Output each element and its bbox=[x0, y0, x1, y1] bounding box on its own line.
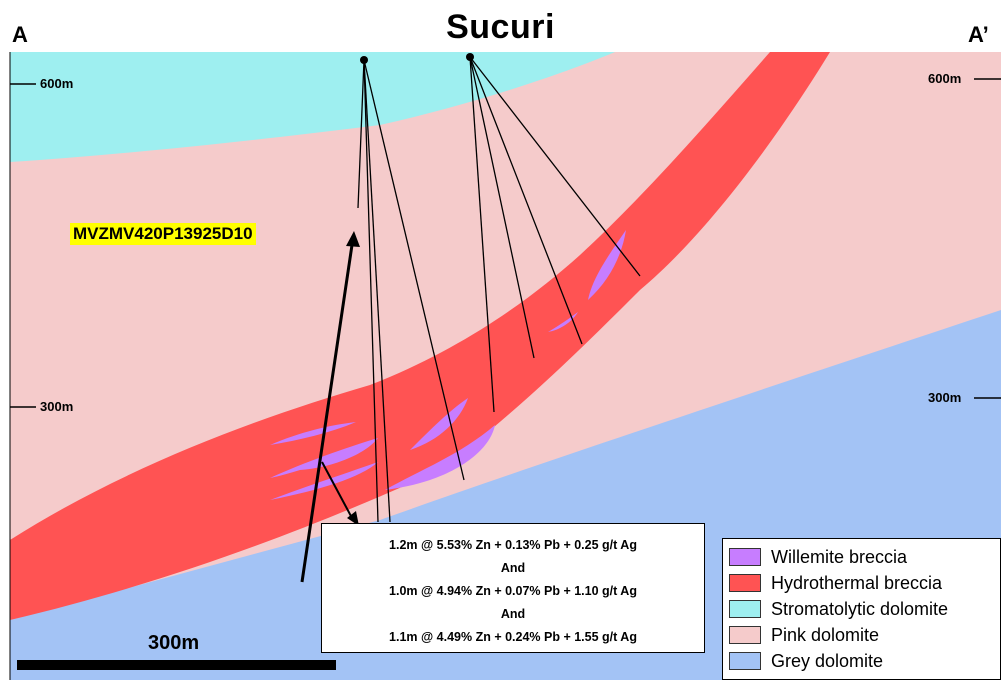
stromatolytic-dolomite-layer bbox=[10, 52, 615, 162]
drill-trace bbox=[363, 59, 379, 523]
legend-swatch bbox=[729, 574, 761, 592]
drill-trace bbox=[363, 59, 391, 523]
arrowhead bbox=[346, 231, 360, 247]
drillhole-id-label: MVZMV420P13925D10 bbox=[70, 223, 256, 245]
drill-trace bbox=[469, 56, 641, 277]
legend-item-hydrothermal-breccia: Hydrothermal breccia bbox=[729, 570, 1000, 596]
scale-bar-label: 300m bbox=[148, 632, 200, 654]
legend-label: Pink dolomite bbox=[771, 624, 880, 645]
section-end-right-label: A’ bbox=[968, 22, 989, 47]
elevation-label-right-upper: 600m bbox=[928, 71, 962, 86]
intercept-results-box: 1.2m @ 5.53% Zn + 0.13% Pb + 0.25 g/t Ag… bbox=[321, 523, 705, 653]
willemite-lens bbox=[410, 398, 468, 450]
drill-trace bbox=[469, 56, 495, 413]
hydrothermal-breccia-band bbox=[10, 52, 830, 620]
legend-swatch bbox=[729, 600, 761, 618]
hole-id-arrow bbox=[300, 244, 354, 583]
section-title: Sucuri bbox=[446, 8, 555, 46]
legend-item-grey-dolomite: Grey dolomite bbox=[729, 648, 1000, 674]
legend-label: Willemite breccia bbox=[771, 546, 908, 567]
willemite-lens bbox=[270, 462, 378, 500]
willemite-lens bbox=[270, 438, 378, 478]
elevation-label-left-upper: 600m bbox=[40, 76, 74, 91]
legend-label: Stromatolytic dolomite bbox=[771, 598, 949, 619]
arrowhead bbox=[347, 511, 359, 526]
section-end-left-label: A bbox=[12, 22, 28, 47]
callout-arrows bbox=[300, 244, 354, 583]
drill-trace bbox=[357, 59, 365, 209]
drill-trace bbox=[469, 56, 535, 359]
drill-trace bbox=[363, 59, 465, 481]
legend-item-willemite-breccia: Willemite breccia bbox=[729, 544, 1000, 570]
drill-trace bbox=[469, 56, 583, 345]
intercept-result-line: 1.2m @ 5.53% Zn + 0.13% Pb + 0.25 g/t Ag bbox=[389, 538, 637, 552]
legend-item-stromatolytic-dolomite: Stromatolytic dolomite bbox=[729, 596, 1000, 622]
legend-label: Grey dolomite bbox=[771, 650, 884, 671]
legend: Willemite breccia Hydrothermal breccia S… bbox=[722, 538, 1001, 680]
willemite-breccia-lenses bbox=[270, 230, 626, 500]
elevation-label-left-lower: 300m bbox=[40, 399, 74, 414]
legend-swatch bbox=[729, 626, 761, 644]
willemite-lens bbox=[588, 230, 626, 300]
intercept-connector: And bbox=[500, 561, 526, 575]
elevation-label-right-lower: 300m bbox=[928, 390, 962, 405]
legend-label: Hydrothermal breccia bbox=[771, 572, 943, 593]
legend-swatch bbox=[729, 548, 761, 566]
intercept-result-line: 1.1m @ 4.49% Zn + 0.24% Pb + 1.55 g/t Ag bbox=[389, 630, 637, 644]
legend-swatch bbox=[729, 652, 761, 670]
intercept-connector: And bbox=[500, 607, 526, 621]
legend-item-pink-dolomite: Pink dolomite bbox=[729, 622, 1000, 648]
willemite-lens bbox=[270, 422, 356, 445]
drill-traces bbox=[357, 56, 641, 523]
scale-bar bbox=[17, 660, 336, 670]
intercept-arrow bbox=[321, 461, 353, 519]
intercept-result-line: 1.0m @ 4.94% Zn + 0.07% Pb + 1.10 g/t Ag bbox=[389, 584, 637, 598]
